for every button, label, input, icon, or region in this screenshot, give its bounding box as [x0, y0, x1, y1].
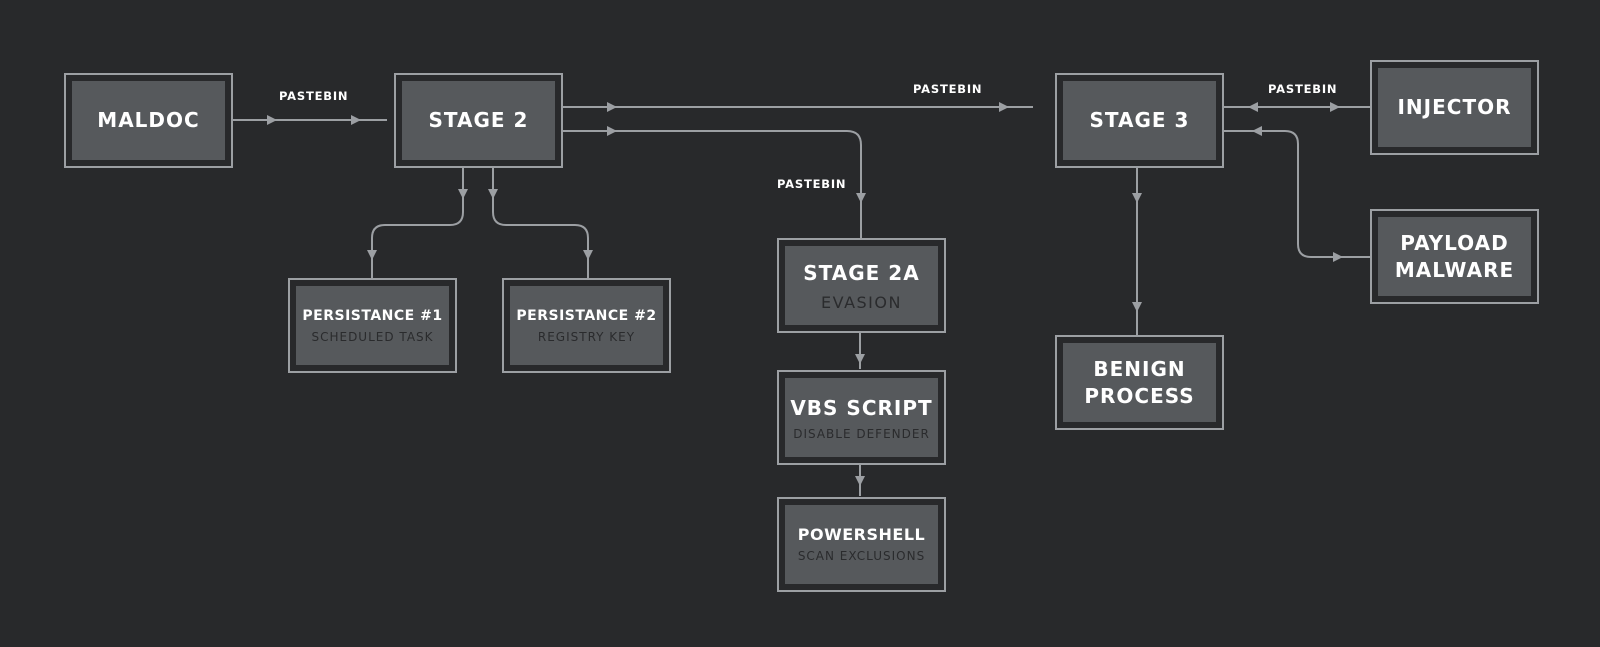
edge-label-pastebin: PASTEBIN: [913, 82, 983, 96]
node-persistance-1: PERSISTANCE #1 SCHEDULED TASK: [288, 278, 457, 373]
arrowhead: [607, 102, 617, 112]
node-title: PROCESS: [1084, 383, 1195, 408]
edge-stage2-stage2a: [551, 130, 862, 238]
edge-stage3-payload: [1222, 130, 1370, 258]
node-subtitle: SCHEDULED TASK: [311, 330, 434, 344]
node-title: BENIGN: [1093, 356, 1186, 381]
node-title: MALWARE: [1394, 257, 1515, 282]
node-maldoc: MALDOC: [64, 73, 233, 168]
node-subtitle: REGISTRY KEY: [537, 330, 636, 344]
edge-label-pastebin: PASTEBIN: [777, 177, 847, 191]
edge-label-pastebin: PASTEBIN: [1268, 82, 1338, 96]
node-stage2: STAGE 2: [394, 73, 563, 168]
arrowhead: [1132, 193, 1142, 203]
edge-label-pastebin: PASTEBIN: [279, 89, 349, 103]
arrowhead: [488, 189, 498, 199]
arrowhead: [367, 250, 377, 260]
arrowhead: [855, 354, 865, 364]
arrowhead: [583, 250, 593, 260]
arrowhead: [351, 115, 361, 125]
arrowhead: [607, 126, 617, 136]
node-subtitle: EVASION: [821, 292, 902, 312]
arrowhead: [267, 115, 277, 125]
node-powershell: POWERSHELL SCAN EXCLUSIONS: [777, 497, 946, 592]
arrowhead: [1252, 126, 1262, 136]
node-title: STAGE 2: [428, 108, 529, 132]
node-title: PAYLOAD: [1400, 230, 1509, 255]
edge-stage2-persist1: [371, 167, 464, 278]
arrowhead: [999, 102, 1009, 112]
node-benign-process: BENIGN PROCESS: [1055, 335, 1224, 430]
node-subtitle: DISABLE DEFENDER: [793, 426, 930, 441]
arrowhead: [1333, 252, 1343, 262]
node-injector: INJECTOR: [1370, 60, 1539, 155]
edge-stage2-persist2: [492, 167, 589, 278]
node-title: STAGE 2A: [803, 260, 920, 285]
node-title: PERSISTANCE #2: [516, 308, 657, 324]
node-vbs-script: VBS SCRIPT DISABLE DEFENDER: [777, 370, 946, 465]
node-title: STAGE 3: [1089, 108, 1190, 132]
node-title: POWERSHELL: [797, 525, 926, 544]
node-title: VBS SCRIPT: [790, 395, 933, 420]
node-stage3: STAGE 3: [1055, 73, 1224, 168]
node-title: INJECTOR: [1397, 95, 1512, 119]
arrowhead: [1132, 302, 1142, 312]
arrowhead: [856, 193, 866, 203]
node-title: MALDOC: [97, 108, 200, 132]
node-stage-2a: STAGE 2A EVASION: [777, 238, 946, 333]
node-persistance-2: PERSISTANCE #2 REGISTRY KEY: [502, 278, 671, 373]
arrowhead: [1330, 102, 1340, 112]
arrowhead: [855, 476, 865, 486]
node-title: PERSISTANCE #1: [302, 308, 443, 324]
arrowhead: [1248, 102, 1258, 112]
node-subtitle: SCAN EXCLUSIONS: [797, 549, 926, 563]
arrowhead: [458, 189, 468, 199]
node-payload-malware: PAYLOAD MALWARE: [1370, 209, 1539, 304]
